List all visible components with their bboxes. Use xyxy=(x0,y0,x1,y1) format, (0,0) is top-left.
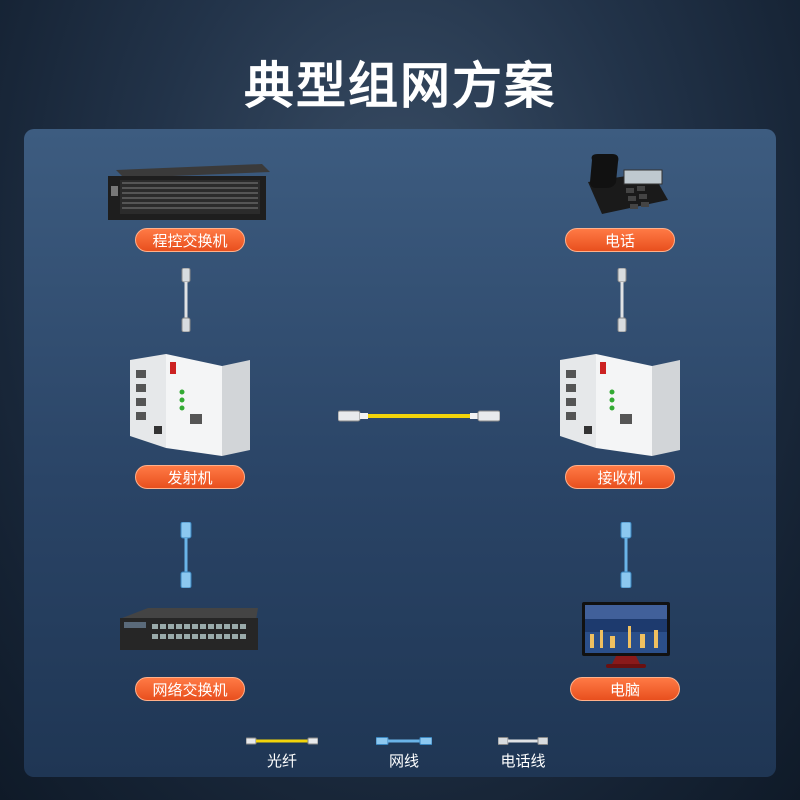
legend-phone-line-label: 电话线 xyxy=(500,752,546,770)
pbx-device-image xyxy=(108,164,270,220)
transmitter-label: 发射机 xyxy=(135,465,245,489)
fiber-cable-horizontal xyxy=(338,410,500,422)
page-title: 典型组网方案 xyxy=(244,57,556,115)
legend-phone-line-swatch xyxy=(498,737,548,745)
network-switch-device-image xyxy=(120,608,258,650)
transmitter-device-image xyxy=(130,354,250,456)
legend-ethernet-label: 网线 xyxy=(388,752,419,770)
phone-label: 电话 xyxy=(565,228,675,252)
phone-device-image xyxy=(588,154,668,214)
computer-label: 电脑 xyxy=(570,677,680,701)
pbx-label: 程控交换机 xyxy=(135,228,245,252)
legend-fiber-label: 光纤 xyxy=(266,752,297,770)
receiver-label: 接收机 xyxy=(565,465,675,489)
computer-device-image xyxy=(582,602,670,668)
legend-ethernet-swatch xyxy=(376,737,432,745)
network-switch-label: 网络交换机 xyxy=(135,677,245,701)
ethernet-cable-right xyxy=(620,522,632,588)
phone-line-cable-left xyxy=(181,268,191,332)
phone-line-cable-right xyxy=(617,268,627,332)
legend-fiber-swatch xyxy=(246,737,318,745)
receiver-device-image xyxy=(560,354,680,456)
ethernet-cable-left xyxy=(180,522,192,588)
